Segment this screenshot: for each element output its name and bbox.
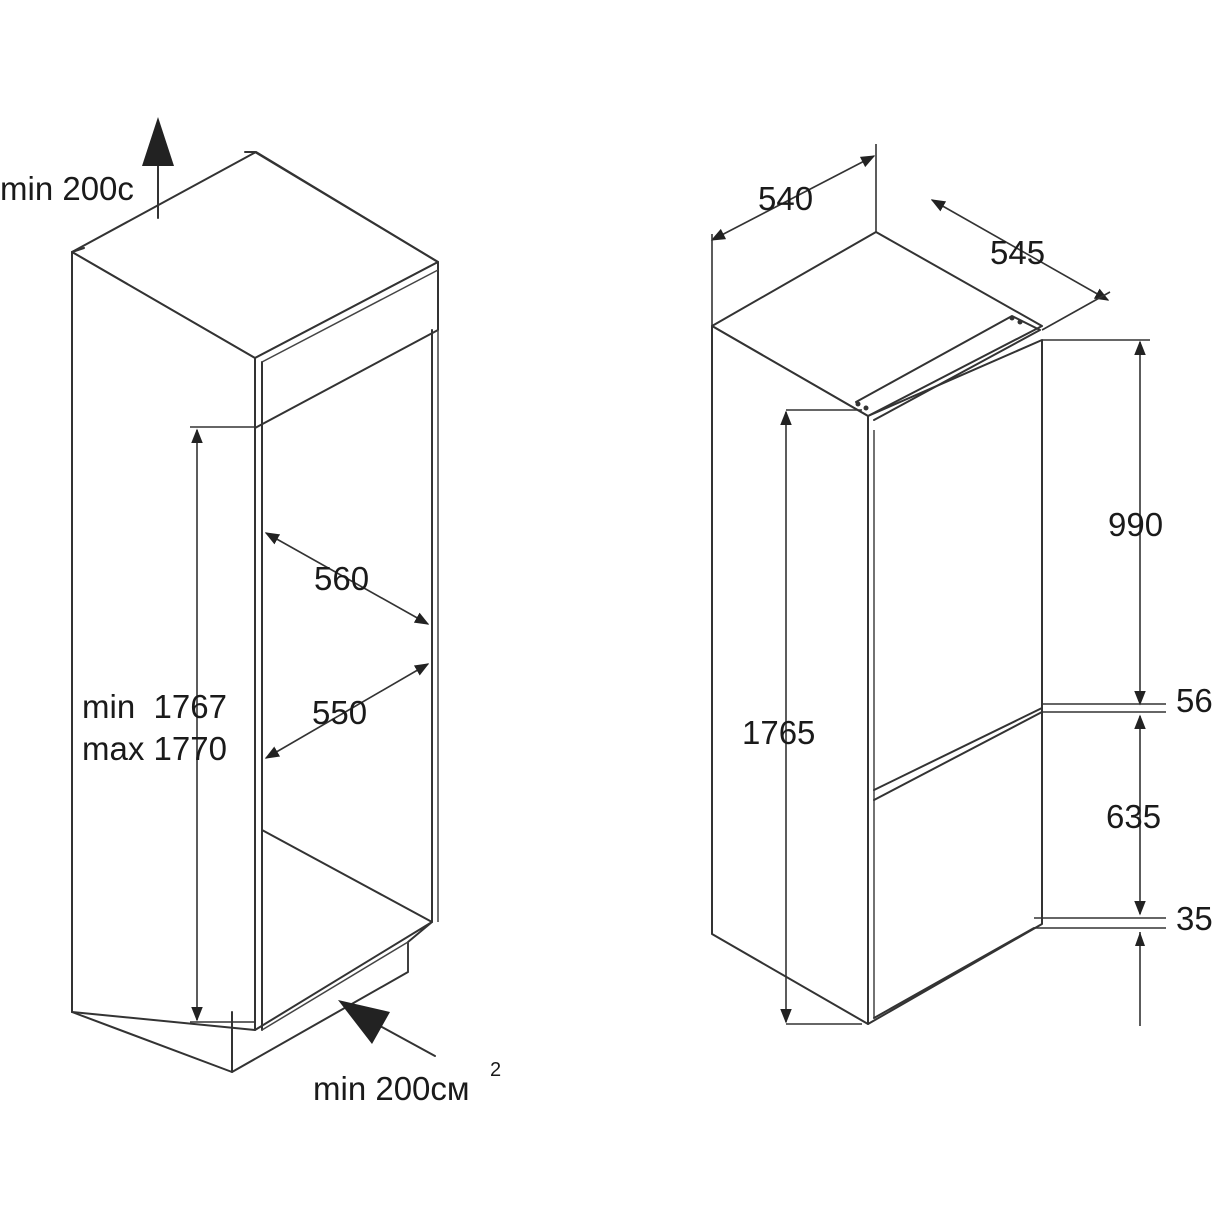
appliance-lower-door-edge xyxy=(873,711,1043,801)
top-ventilation-arrow-icon xyxy=(142,117,174,166)
bottom-ventilation-arrow-icon xyxy=(338,1000,390,1044)
niche-floor-edge xyxy=(261,829,433,923)
appliance-width-dimension-line xyxy=(710,155,876,241)
upper-door-label: 990 xyxy=(1108,506,1163,543)
niche-top-back-lip xyxy=(244,151,439,263)
gap-label: 56 xyxy=(1176,682,1213,719)
bottom-ventilation-label: min 200cм xyxy=(313,1070,470,1107)
niche-depth-label: 560 xyxy=(314,560,369,597)
appliance-hinge-strip xyxy=(855,315,1041,421)
appliance-front xyxy=(867,339,1043,1025)
niche-height-min-label: min 1767 xyxy=(82,688,227,725)
niche-side-panel xyxy=(71,251,256,1031)
niche-width-label: 550 xyxy=(312,694,367,731)
appliance-upper-door-edge xyxy=(873,707,1043,791)
bottom-ventilation-superscript: 2 xyxy=(490,1059,501,1081)
bottom-label: 35 xyxy=(1176,900,1213,937)
appliance-height-label: 1765 xyxy=(742,714,815,751)
niche-drawing: min 200c min 1767 max 1770 560 550 min 2… xyxy=(0,117,501,1107)
niche-depth-dimension-line xyxy=(264,532,430,625)
appliance-depth-label: 545 xyxy=(990,234,1045,271)
appliance-drawing: 540 545 1765 990 56 635 35 xyxy=(710,144,1213,1026)
niche-height-max-label: max 1770 xyxy=(82,730,227,767)
niche-width-dimension-line xyxy=(264,663,430,759)
appliance-side-panel xyxy=(711,325,869,1025)
top-ventilation-label: min 200c xyxy=(0,170,134,207)
appliance-width-label: 540 xyxy=(758,180,813,217)
lower-door-label: 635 xyxy=(1106,798,1161,835)
appliance-depth-dimension-line xyxy=(930,199,1110,301)
